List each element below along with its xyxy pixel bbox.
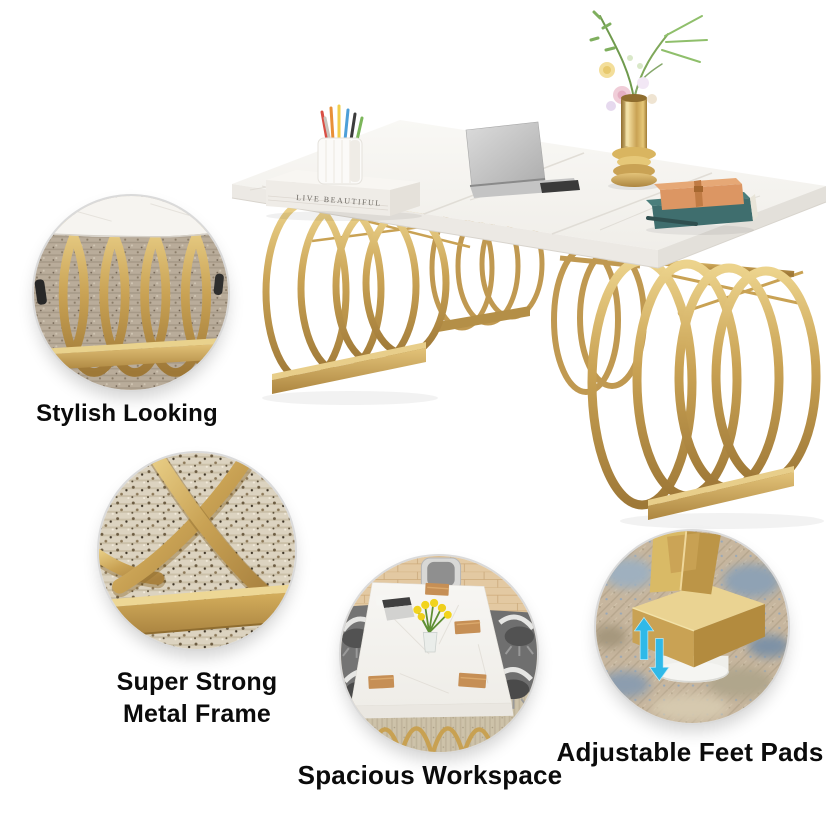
leg-base-lip [34,337,228,356]
feet-pad-detail-photo [596,531,788,723]
cable-clip [213,273,224,296]
workspace-top-view-photo [341,556,537,752]
feature-circle-super-strong-metal-frame [99,453,295,649]
tulip-bouquet [413,598,452,653]
cable-clip [34,279,47,305]
floor-shadows [262,391,824,529]
feature-label-line2: Metal Frame [122,700,272,728]
feature-circle-adjustable-feet-pads [596,531,788,723]
desk-right-leg [587,255,821,520]
gold-vase [608,94,660,190]
gold-foot-block [632,531,765,668]
pencils [320,104,364,144]
feature-label-super-strong-metal-frame: Super Strong Metal Frame [117,666,278,730]
metal-frame-detail-photo [99,453,295,649]
laptop [465,121,580,198]
feature-label-stylish-looking: Stylish Looking [36,400,218,427]
feature-label-adjustable-feet-pads: Adjustable Feet Pads [556,737,824,767]
feature-label-spacious-workspace: Spacious Workspace [297,760,563,790]
leg-base-bar [100,592,294,638]
feature-label-line1: Super Strong [116,668,278,696]
desk-left-leg [262,198,450,394]
leg-base-bar [34,343,228,371]
table-items [368,582,487,689]
up-down-arrows-icon [633,616,670,682]
feature-circle-spacious-workspace [341,556,537,752]
pencil-cup [317,104,364,185]
feature-circle-stylish-looking [34,196,228,390]
stylish-looking-detail-photo [34,196,228,390]
notebooks [646,178,758,235]
crossed-gold-bars [99,453,277,605]
flower-arrangement [589,10,708,111]
pen [646,216,698,226]
leg-base-lip [100,584,294,608]
